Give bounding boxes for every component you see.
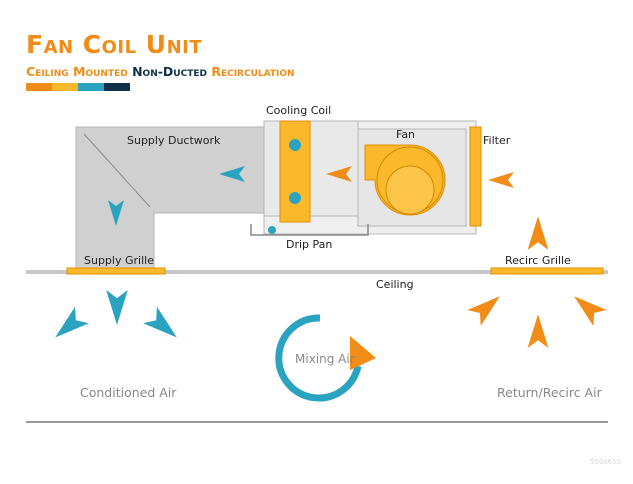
fan-hub	[385, 165, 435, 215]
mixing-air-arrowhead	[350, 336, 376, 370]
label-cooling-coil: Cooling Coil	[266, 104, 332, 117]
swatch-orange	[26, 83, 52, 91]
supply-ductwork-shape	[75, 126, 265, 272]
label-fan: Fan	[396, 128, 416, 141]
label-supply-grille: Supply Grille	[84, 254, 154, 267]
diagram-title: Fan Coil Unit	[26, 30, 203, 59]
supply-arrow-left	[48, 306, 89, 346]
swatch-navy	[104, 83, 130, 91]
subtitle-non-ducted: Non-Ducted	[132, 64, 207, 79]
coil-pipe-bottom	[289, 192, 301, 204]
label-return-air: Return/Recirc Air	[497, 385, 602, 400]
duct-diagonal-line	[83, 133, 151, 208]
return-arrow-up-bottom	[527, 314, 549, 348]
drip-pan-drain	[268, 226, 276, 234]
drip-pan	[250, 224, 369, 236]
coil-pipe-top	[289, 139, 301, 151]
swatch-yellow	[52, 83, 78, 91]
supply-arrow-down	[106, 290, 128, 326]
label-supply-ductwork: Supply Ductwork	[127, 134, 221, 147]
color-swatch-bar	[26, 83, 130, 91]
watermark: 550x650	[590, 458, 621, 466]
flow-arrow-filter	[488, 172, 514, 188]
supply-grille	[66, 267, 166, 275]
return-arrow-left	[467, 288, 507, 326]
label-mixing-air: Mixing Air	[295, 352, 355, 366]
cooling-coil	[279, 120, 311, 223]
label-filter: Filter	[483, 134, 511, 147]
label-ceiling: Ceiling	[376, 278, 414, 291]
diagram-subtitle: Ceiling Mounted Non-Ducted Recirculation	[26, 64, 295, 79]
recirc-grille	[490, 267, 604, 275]
mixing-air-circle	[275, 314, 362, 402]
return-arrow-right	[567, 288, 607, 326]
swatch-blue	[78, 83, 104, 91]
supply-arrow-right	[143, 306, 184, 346]
filter-panel	[469, 126, 482, 227]
return-arrow-up-top	[527, 216, 549, 250]
label-conditioned-air: Conditioned Air	[80, 385, 177, 400]
subtitle-ceiling-mounted: Ceiling Mounted	[26, 64, 128, 79]
subtitle-recirculation: Recirculation	[211, 64, 295, 79]
label-drip-pan: Drip Pan	[286, 238, 333, 251]
label-recirc-grille: Recirc Grille	[505, 254, 571, 267]
